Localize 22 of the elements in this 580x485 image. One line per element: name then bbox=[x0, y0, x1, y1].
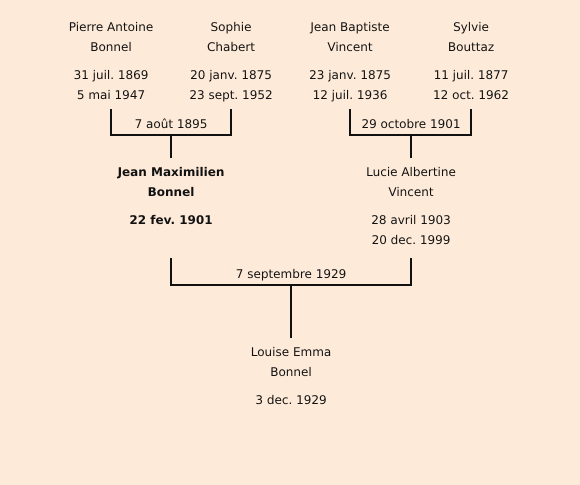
person-name: Louise Emma Bonnel bbox=[250, 344, 332, 381]
person-name: Jean Baptiste Vincent bbox=[308, 19, 391, 56]
life-date: 23 janv. 1875 bbox=[309, 67, 391, 84]
life-date: 11 juil. 1877 bbox=[434, 67, 508, 84]
life-date: 31 juil. 1869 bbox=[74, 67, 148, 84]
life-date: 28 avril 1903 bbox=[371, 212, 451, 229]
life-date: 20 dec. 1999 bbox=[372, 232, 450, 249]
life-date: 12 oct. 1962 bbox=[433, 87, 509, 104]
family-connector bbox=[410, 109, 472, 158]
person-name: Pierre Antoine Bonnel bbox=[68, 19, 154, 56]
family-connector bbox=[290, 258, 412, 338]
life-date: 12 juil. 1936 bbox=[312, 87, 388, 104]
life-date: 20 janv. 1875 bbox=[190, 67, 272, 84]
person-name: Sophie Chabert bbox=[206, 19, 256, 56]
person-name: Lucie Albertine Vincent bbox=[365, 164, 457, 201]
person-name: Sylvie Bouttaz bbox=[446, 19, 496, 56]
life-date: 23 sept. 1952 bbox=[189, 87, 273, 104]
life-date: 5 mai 1947 bbox=[76, 87, 146, 104]
life-date: 22 fev. 1901 bbox=[129, 212, 213, 229]
person-name: Jean Maximilien Bonnel bbox=[116, 164, 226, 201]
life-date: 3 dec. 1929 bbox=[255, 392, 327, 409]
family-connector bbox=[170, 109, 232, 158]
